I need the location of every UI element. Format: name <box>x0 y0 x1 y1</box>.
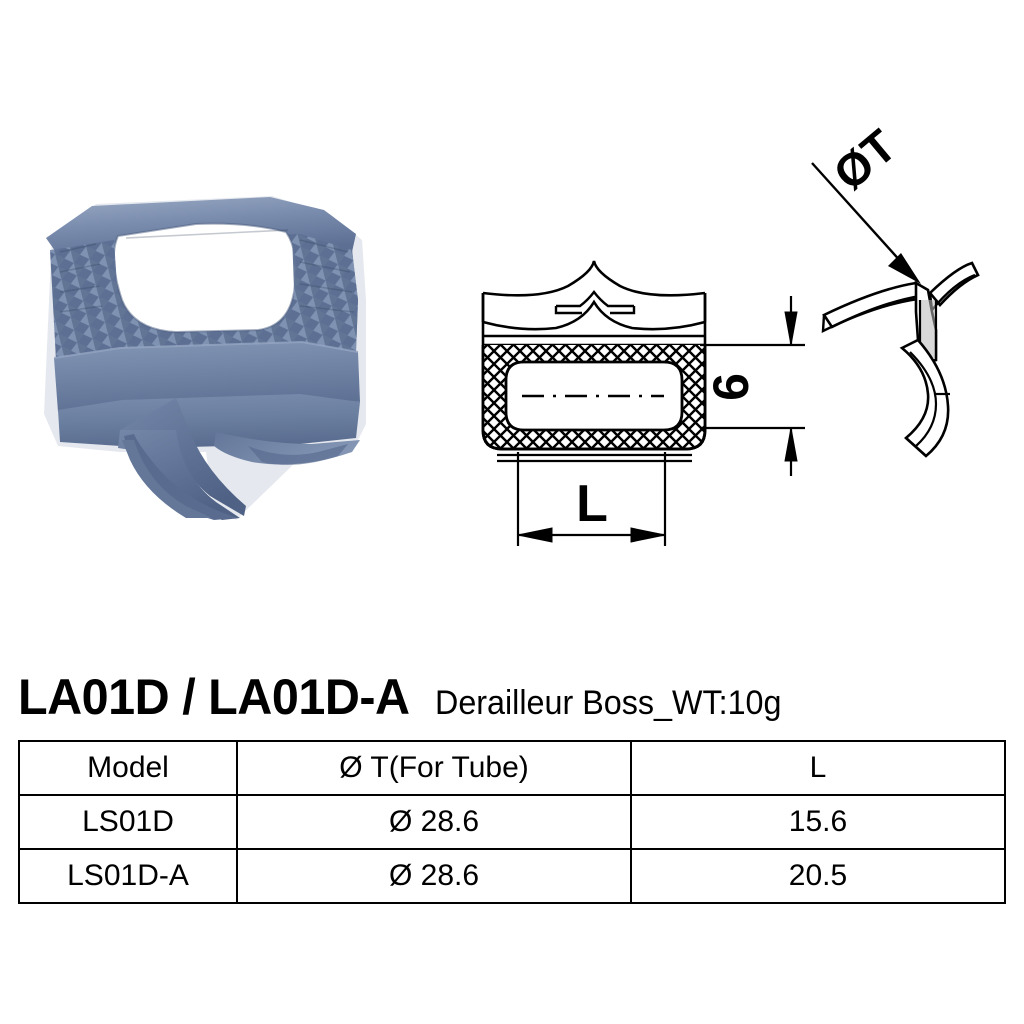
column-header-tube: Ø T(For Tube) <box>236 740 632 796</box>
table-row: LS01D Ø 28.6 15.6 <box>18 794 1006 850</box>
cell-model: LS01D-A <box>18 848 238 904</box>
drawing-area: L 6 <box>44 119 980 546</box>
front-section-view <box>481 260 707 463</box>
product-code: LA01D / LA01D-A <box>18 669 410 725</box>
dimension-L <box>516 452 667 546</box>
technical-drawing-svg: L 6 <box>44 119 980 546</box>
product-description: Derailleur Boss_WT:10g <box>434 684 782 722</box>
cell-model: LS01D <box>18 794 238 850</box>
specification-table: Model Ø T(For Tube) L LS01D Ø 28.6 15.6 … <box>18 740 1006 904</box>
dimension-label-6: 6 <box>703 373 759 401</box>
table-header-row: Model Ø T(For Tube) L <box>18 740 1006 796</box>
cell-length: 15.6 <box>630 794 1006 850</box>
column-header-length: L <box>630 740 1006 796</box>
dimension-6 <box>700 296 805 476</box>
cell-tube: Ø 28.6 <box>236 848 632 904</box>
table-row: LS01D-A Ø 28.6 20.5 <box>18 848 1006 904</box>
product-title: LA01D / LA01D-A Derailleur Boss_WT:10g <box>18 672 1008 730</box>
cell-tube: Ø 28.6 <box>236 794 632 850</box>
cell-length: 20.5 <box>630 848 1006 904</box>
part-photo-3d <box>44 196 366 520</box>
side-profile-view <box>811 162 980 458</box>
column-header-model: Model <box>18 740 238 796</box>
dimension-label-L: L <box>576 475 608 533</box>
